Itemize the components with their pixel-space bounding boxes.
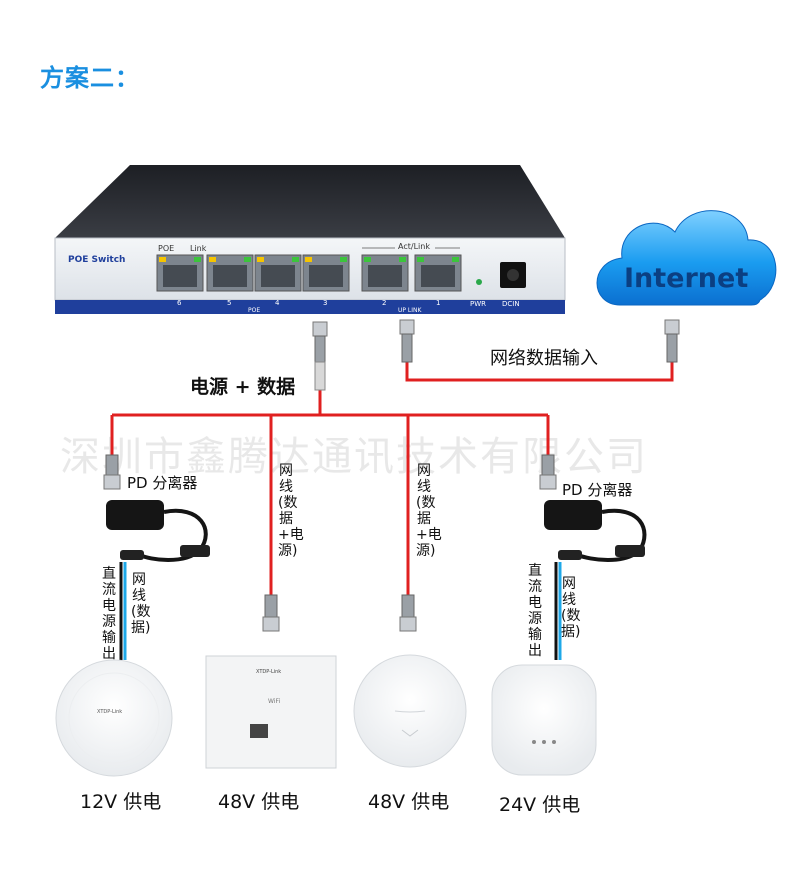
net-data-label-right: 网线(数据)	[561, 576, 581, 640]
port-1	[414, 254, 462, 292]
port-number-2: 2	[382, 299, 386, 307]
switch-name: POE Switch	[68, 255, 125, 265]
port-number-4: 4	[275, 299, 280, 307]
dc-output-label-left: 直流电源输出	[102, 566, 116, 662]
pd-splitter-left	[106, 500, 210, 562]
port-5	[206, 254, 254, 292]
pd-splitter-left-label: PD 分离器	[127, 474, 198, 492]
network-input-label: 网络数据输入	[490, 348, 598, 369]
device-label-4: 24V 供电	[499, 794, 581, 816]
device-wifi-label: WiFi	[268, 698, 280, 705]
rj45-connector	[399, 594, 417, 632]
dc-output-label-right: 直流电源输出	[528, 563, 542, 659]
link-led-label: Link	[190, 244, 207, 253]
page-title: 方案二：	[40, 64, 140, 92]
device-brand: XTDP-Link	[256, 669, 281, 675]
device-label-3: 48V 供电	[368, 791, 450, 813]
poe-led-label: POE	[158, 244, 174, 253]
device-label-2: 48V 供电	[218, 791, 300, 813]
port-number-6: 6	[177, 299, 182, 307]
pwr-label: PWR	[470, 300, 486, 308]
rj45-connector	[262, 594, 280, 632]
port-number-1: 1	[436, 299, 440, 307]
wall-panel-ap-48v: XTDP-Link WiFi	[205, 655, 337, 769]
port-3	[302, 254, 350, 292]
port-number-3: 3	[323, 299, 327, 307]
poe-switch: POE Switch POE Link Act/Link	[54, 165, 566, 314]
round-ap-48v	[353, 654, 467, 768]
cable-label-mid2: 网线(数据+电源)	[416, 463, 442, 559]
pd-splitter-right-label: PD 分离器	[562, 481, 633, 499]
cable-label-mid1: 网线(数据+电源)	[278, 463, 304, 559]
port-4	[254, 254, 302, 292]
port-number-5: 5	[227, 299, 231, 307]
poe-group-label: POE	[248, 307, 260, 314]
uplink-group-label: UP LINK	[398, 307, 423, 314]
square-ap-24v	[491, 664, 597, 776]
dcin-label: DCIN	[502, 300, 520, 308]
actlink-label: Act/Link	[398, 242, 430, 251]
rj45-connector	[312, 321, 328, 391]
internet-cloud-icon: Internet	[596, 210, 777, 306]
power-data-label: 电源 + 数据	[190, 376, 296, 398]
rj45-connector	[399, 319, 415, 363]
ceiling-ap-12v: XTDP-Link	[55, 659, 173, 777]
cloud-label: Internet	[624, 263, 748, 294]
rj45-connector	[103, 454, 121, 490]
pd-splitter-right	[544, 500, 647, 562]
rj45-connector	[539, 454, 557, 490]
rj45-connector	[664, 319, 680, 363]
device-brand: XTDP-Link	[97, 709, 122, 715]
port-2	[361, 254, 409, 292]
net-data-label-left: 网线(数据)	[131, 572, 151, 636]
port-6	[156, 254, 204, 292]
device-label-1: 12V 供电	[80, 791, 162, 813]
cables	[110, 362, 674, 595]
pwr-led	[476, 279, 482, 285]
